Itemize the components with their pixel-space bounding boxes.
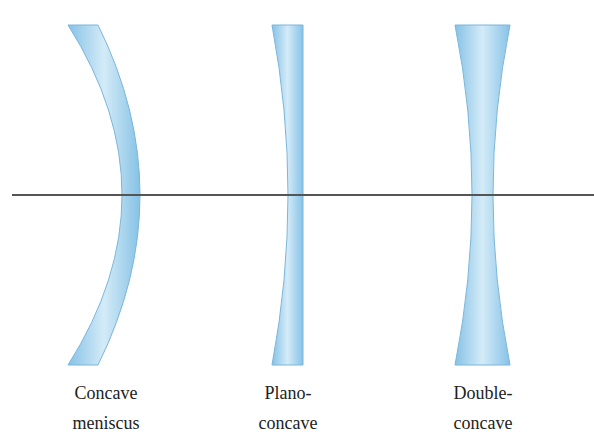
optical-axis <box>12 194 594 196</box>
lens-name: Double- concave <box>433 378 533 438</box>
lens-name: Plano- concave <box>238 378 338 438</box>
lens-name: Concave meniscus <box>56 378 156 438</box>
